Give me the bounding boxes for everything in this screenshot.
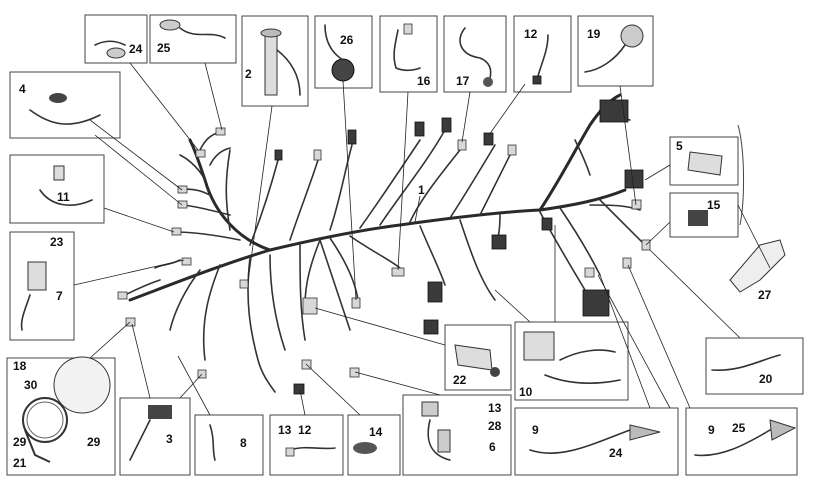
connector [125, 317, 136, 327]
inset-box-3 [119, 397, 191, 476]
inset-box-13-12 [269, 414, 344, 476]
connector [239, 279, 249, 289]
inset-box-5 [669, 136, 739, 186]
callout-6: 6 [489, 440, 496, 454]
inset-box-15 [669, 192, 739, 238]
inset-box-10 [514, 321, 629, 401]
leader-lines [73, 62, 771, 416]
callout-15: 15 [707, 198, 721, 212]
callout-10: 10 [519, 385, 533, 399]
callout-25-bottom: 25 [732, 421, 746, 435]
callout-19: 19 [587, 27, 601, 41]
connector [293, 383, 305, 395]
callout-2: 2 [245, 67, 252, 81]
connector [302, 297, 318, 315]
part-27-bracket [729, 124, 786, 293]
connector [483, 132, 494, 146]
callout-21: 21 [13, 456, 27, 470]
connector [215, 127, 226, 136]
inset-box-headlamp [6, 356, 116, 476]
inset-box-20 [705, 337, 804, 395]
connector [177, 200, 188, 209]
connector [427, 281, 443, 303]
connector [584, 267, 595, 278]
inset-box-9-25 [685, 407, 798, 476]
connector [347, 129, 357, 145]
connector [117, 291, 128, 300]
callout-labels: 24 25 2 26 16 17 12 19 4 11 1 5 15 23 7 … [13, 27, 773, 470]
inset-box-14 [347, 414, 401, 476]
callout-29-left: 29 [13, 435, 27, 449]
connector [441, 117, 452, 133]
connector [582, 289, 610, 317]
callout-18: 18 [13, 359, 27, 373]
connector [491, 234, 507, 250]
connector [423, 319, 439, 335]
callout-27: 27 [758, 288, 772, 302]
callout-14: 14 [369, 425, 383, 439]
callout-1: 1 [418, 183, 425, 197]
inset-box-19 [577, 15, 654, 87]
callout-9-left: 9 [532, 423, 539, 437]
connector [414, 121, 425, 137]
callout-25-top: 25 [157, 41, 171, 55]
inset-box-26 [314, 15, 373, 89]
connector [195, 149, 206, 158]
connector [541, 217, 553, 231]
inset-box-16 [379, 15, 438, 93]
callout-5: 5 [676, 139, 683, 153]
callout-12-top: 12 [524, 27, 538, 41]
callout-9-right: 9 [708, 423, 715, 437]
inset-box-2 [241, 15, 309, 107]
callout-8: 8 [240, 436, 247, 450]
inset-box-17 [443, 15, 507, 93]
connector [624, 169, 644, 189]
connector [631, 199, 642, 210]
callout-17: 17 [456, 74, 470, 88]
connector [622, 257, 632, 269]
inset-box-12-top [513, 15, 572, 93]
inset-box-9-24 [514, 407, 679, 476]
callout-16: 16 [417, 74, 431, 88]
connector [181, 257, 192, 266]
callout-12-bottom: 12 [298, 423, 312, 437]
connector [313, 149, 322, 161]
connector [349, 367, 360, 378]
callout-11: 11 [57, 190, 70, 204]
callout-24-bottom: 24 [609, 446, 623, 460]
callout-22: 22 [453, 373, 467, 387]
connector [507, 144, 517, 156]
inset-box-24-top [84, 14, 148, 64]
callout-13-right: 13 [488, 401, 502, 415]
connector [599, 99, 629, 123]
inset-box-22 [444, 324, 512, 391]
inset-box-11 [9, 154, 105, 224]
callout-26: 26 [340, 33, 354, 47]
callout-23: 23 [50, 235, 64, 249]
callout-3: 3 [166, 432, 173, 446]
inset-box-7 [9, 231, 75, 341]
callout-7: 7 [56, 289, 63, 303]
inset-box-25-top [149, 14, 237, 64]
inset-box-8 [194, 414, 264, 476]
callout-13-bottom: 13 [278, 423, 292, 437]
callout-24-top: 24 [129, 42, 143, 56]
callout-20: 20 [759, 372, 773, 386]
callout-30: 30 [24, 378, 38, 392]
connector [274, 149, 283, 161]
inset-box-4 [9, 71, 121, 139]
callout-29-right: 29 [87, 435, 101, 449]
inset-box-6 [402, 394, 512, 476]
callout-4: 4 [19, 82, 26, 96]
connector [177, 185, 188, 194]
callout-28: 28 [488, 419, 502, 433]
